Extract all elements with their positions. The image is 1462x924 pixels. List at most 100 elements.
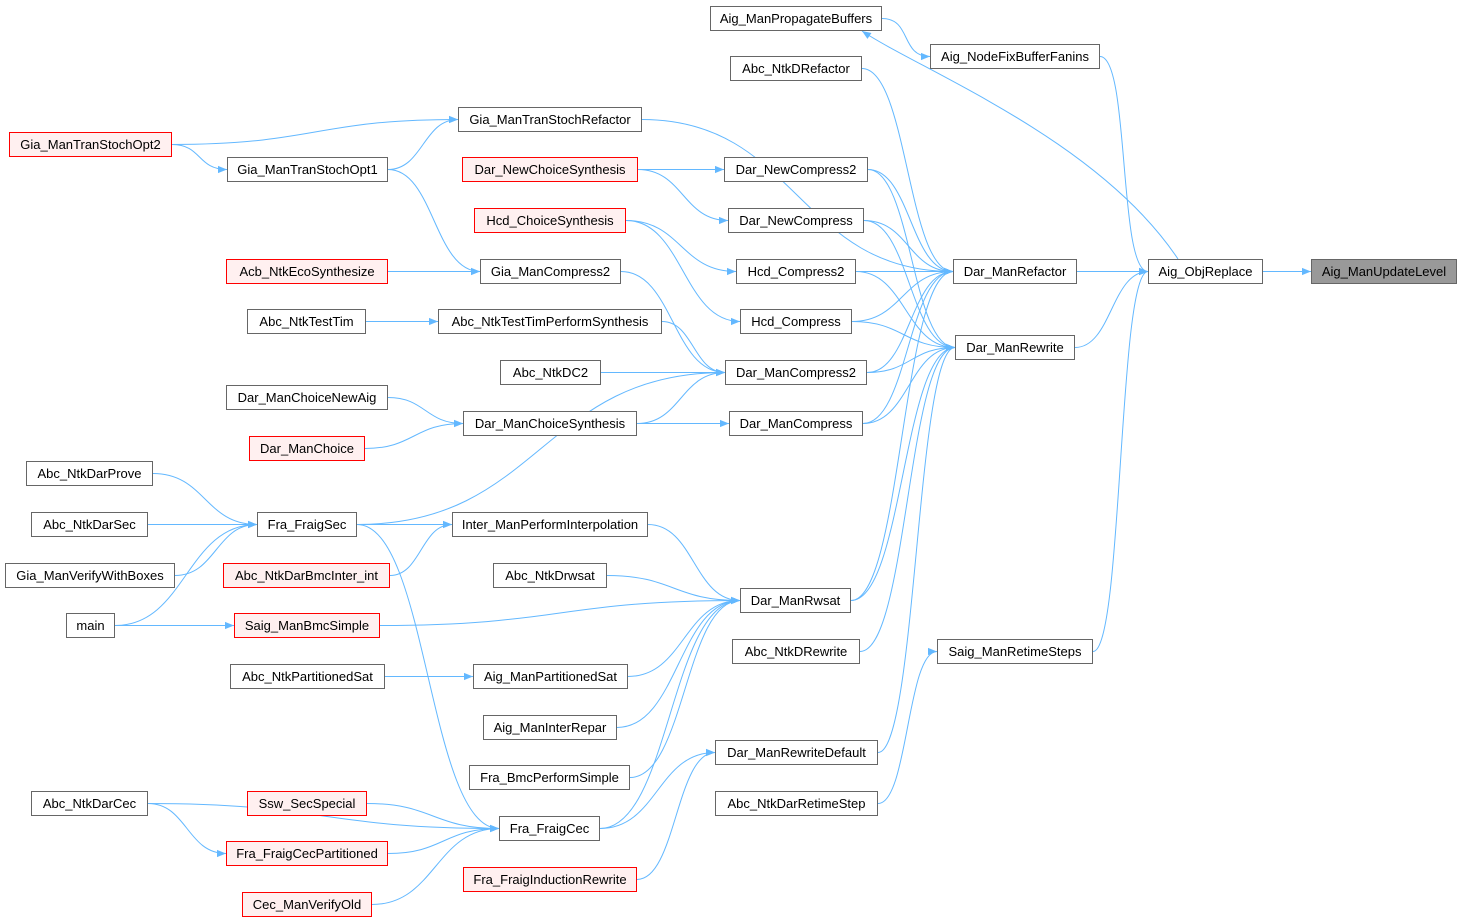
node-abc-ntkdrwsat[interactable]: Abc_NtkDrwsat: [493, 563, 607, 588]
edge-hcd-compress-to-dar-manrefactor: [851, 267, 954, 322]
node-abc-ntkdarsec[interactable]: Abc_NtkDarSec: [31, 512, 148, 537]
edge-gia-mantranstochopt2-to-gia-mantranstochopt1: [171, 144, 228, 174]
node-ssw-secspecial[interactable]: Ssw_SecSpecial: [247, 791, 367, 816]
node-main[interactable]: main: [66, 613, 115, 638]
edge-abc-ntkdrewrite-to-dar-manrewrite: [859, 343, 956, 652]
edge-abc-ntkdrefactor-to-dar-manrefactor: [861, 68, 954, 276]
node-gia-mantranstochopt1[interactable]: Gia_ManTranStochOpt1: [227, 157, 388, 182]
node-dar-manrewrite[interactable]: Dar_ManRewrite: [955, 335, 1075, 360]
edge-aig-manpartitionedsat-to-dar-manrwsat: [627, 596, 741, 677]
edge-cec-manverifyold-to-fra-fraigcec: [371, 824, 500, 905]
node-hcd-compress[interactable]: Hcd_Compress: [740, 309, 852, 334]
node-abc-ntkdrewrite[interactable]: Abc_NtkDRewrite: [732, 639, 860, 664]
node-aig-maninterrepar[interactable]: Aig_ManInterRepar: [483, 715, 617, 740]
edge-fra-fraigcecpartitioned-to-fra-fraigcec: [387, 824, 500, 854]
node-fra-fraiginductionrewrite[interactable]: Fra_FraigInductionRewrite: [463, 867, 637, 892]
edge-abc-ntkdarretimestep-to-saig-manretimesteps: [877, 647, 938, 804]
node-dar-manrewritedefault[interactable]: Dar_ManRewriteDefault: [715, 740, 878, 765]
node-dar-manchoicenewaig[interactable]: Dar_ManChoiceNewAig: [226, 385, 388, 410]
edge-dar-manrewritedefault-to-dar-manrewrite: [877, 343, 956, 753]
node-abc-ntkdrefactor[interactable]: Abc_NtkDRefactor: [730, 56, 862, 81]
edge-dar-mancompress-to-dar-manrewrite: [862, 343, 956, 424]
edge-abc-ntkdrwsat-to-dar-manrwsat: [606, 575, 741, 605]
edge-hcd-choicesynthesis-to-hcd-compress: [625, 220, 741, 326]
node-abc-ntktesttim[interactable]: Abc_NtkTestTim: [247, 309, 366, 334]
edge-hcd-compress2-to-dar-manrewrite: [855, 271, 956, 352]
edge-dar-manrwsat-to-dar-manrefactor: [850, 267, 954, 601]
node-aig-manupdatelevel[interactable]: Aig_ManUpdateLevel: [1311, 259, 1457, 284]
edge-saig-manbmcsimple-to-dar-manrwsat: [379, 596, 741, 626]
edge-dar-manchoice-to-dar-manchoicesynthesis: [364, 419, 464, 449]
node-abc-ntkdarprove[interactable]: Abc_NtkDarProve: [26, 461, 153, 486]
edge-aig-manpropagatebuffers-to-aig-nodefixbufferfanins: [881, 18, 931, 61]
edge-dar-newcompress-to-dar-manrefactor: [863, 220, 954, 276]
edge-dar-mancompress2-to-dar-manrewrite: [866, 343, 956, 373]
node-hcd-compress2[interactable]: Hcd_Compress2: [736, 259, 856, 284]
edge-abc-ntkdarbmcinter-int-to-inter-manperforminterpolation: [389, 520, 453, 576]
node-dar-manrefactor[interactable]: Dar_ManRefactor: [953, 259, 1077, 284]
node-abc-ntktesttimperformsynthesis[interactable]: Abc_NtkTestTimPerformSynthesis: [438, 309, 662, 334]
edge-dar-mancompress-to-dar-manrefactor: [862, 267, 954, 424]
edge-dar-manchoicenewaig-to-dar-manchoicesynthesis: [387, 397, 464, 428]
node-abc-ntkdarretimestep[interactable]: Abc_NtkDarRetimeStep: [715, 791, 878, 816]
edge-inter-manperforminterpolation-to-dar-manrwsat: [647, 524, 741, 605]
node-dar-newchoicesynthesis[interactable]: Dar_NewChoiceSynthesis: [462, 157, 638, 182]
edge-aig-maninterrepar-to-dar-manrwsat: [616, 596, 741, 728]
edge-ssw-secspecial-to-fra-fraigcec: [366, 803, 500, 833]
node-aig-objreplace[interactable]: Aig_ObjReplace: [1148, 259, 1263, 284]
edge-gia-mantranstochopt1-to-gia-mancompress2: [387, 169, 481, 276]
edge-dar-newcompress-to-dar-manrewrite: [863, 220, 956, 352]
edge-hcd-choicesynthesis-to-hcd-compress2: [625, 220, 737, 276]
edge-hcd-compress-to-dar-manrewrite: [851, 321, 956, 352]
edge-abc-ntkdarprove-to-fra-fraigsec: [152, 473, 258, 529]
node-dar-manchoice[interactable]: Dar_ManChoice: [249, 436, 365, 461]
node-aig-manpartitionedsat[interactable]: Aig_ManPartitionedSat: [473, 664, 628, 689]
node-dar-manrwsat[interactable]: Dar_ManRwsat: [740, 588, 851, 613]
edge-abc-ntkdarcec-to-fra-fraigcecpartitioned: [147, 803, 227, 858]
node-gia-mantranstochopt2[interactable]: Gia_ManTranStochOpt2: [9, 132, 172, 157]
node-abc-ntkdarcec[interactable]: Abc_NtkDarCec: [31, 791, 148, 816]
node-gia-manverifywithboxes[interactable]: Gia_ManVerifyWithBoxes: [5, 563, 175, 588]
node-gia-mancompress2[interactable]: Gia_ManCompress2: [480, 259, 621, 284]
node-hcd-choicesynthesis[interactable]: Hcd_ChoiceSynthesis: [474, 208, 626, 233]
edge-aig-objreplace-to-aig-manpropagatebuffers: [861, 30, 1179, 260]
edge-dar-mancompress2-to-dar-manrefactor: [866, 267, 954, 373]
edge-dar-manrewrite-to-aig-objreplace: [1074, 267, 1149, 348]
edge-aig-nodefixbufferfanins-to-aig-objreplace: [1099, 56, 1149, 276]
node-abc-ntkdc2[interactable]: Abc_NtkDC2: [500, 360, 601, 385]
node-fra-fraigsec[interactable]: Fra_FraigSec: [257, 512, 357, 537]
edge-dar-newchoicesynthesis-to-dar-newcompress: [637, 169, 729, 225]
node-gia-mantranstochrefactor[interactable]: Gia_ManTranStochRefactor: [458, 107, 642, 132]
node-acb-ntkecosynthesize[interactable]: Acb_NtkEcoSynthesize: [226, 259, 388, 284]
edge-fra-fraiginductionrewrite-to-dar-manrewritedefault: [636, 748, 716, 880]
edge-dar-manrwsat-to-dar-manrewrite: [850, 343, 956, 601]
edge-fra-fraigcec-to-dar-manrewritedefault: [599, 748, 716, 829]
node-aig-nodefixbufferfanins[interactable]: Aig_NodeFixBufferFanins: [930, 44, 1100, 69]
node-dar-mancompress[interactable]: Dar_ManCompress: [729, 411, 863, 436]
node-fra-fraigcec[interactable]: Fra_FraigCec: [499, 816, 600, 841]
node-saig-manretimesteps[interactable]: Saig_ManRetimeSteps: [937, 639, 1093, 664]
edge-gia-mantranstochrefactor-to-dar-manrefactor: [641, 119, 954, 276]
node-dar-mancompress2[interactable]: Dar_ManCompress2: [725, 360, 867, 385]
node-dar-manchoicesynthesis[interactable]: Dar_ManChoiceSynthesis: [463, 411, 637, 436]
edge-abc-ntkdarcec-to-fra-fraigcec: [147, 803, 500, 833]
node-dar-newcompress[interactable]: Dar_NewCompress: [728, 208, 864, 233]
edge-dar-newcompress2-to-dar-manrewrite: [867, 169, 956, 352]
node-abc-ntkpartitionedsat[interactable]: Abc_NtkPartitionedSat: [230, 664, 385, 689]
edge-abc-ntktesttimperformsynthesis-to-dar-mancompress2: [661, 321, 726, 377]
node-saig-manbmcsimple[interactable]: Saig_ManBmcSimple: [234, 613, 380, 638]
node-inter-manperforminterpolation[interactable]: Inter_ManPerformInterpolation: [452, 512, 648, 537]
edge-dar-newcompress2-to-dar-manrefactor: [867, 169, 954, 276]
node-cec-manverifyold[interactable]: Cec_ManVerifyOld: [242, 892, 372, 917]
node-aig-manpropagatebuffers[interactable]: Aig_ManPropagateBuffers: [710, 6, 882, 31]
edge-gia-mantranstochopt2-to-gia-mantranstochrefactor: [171, 115, 459, 145]
node-abc-ntkdarbmcinter-int[interactable]: Abc_NtkDarBmcInter_int: [223, 563, 390, 588]
node-fra-fraigcecpartitioned[interactable]: Fra_FraigCecPartitioned: [226, 841, 388, 866]
edge-fra-bmcperformsimple-to-dar-manrwsat: [629, 596, 741, 778]
edge-dar-manchoicesynthesis-to-dar-mancompress2: [636, 368, 726, 424]
node-dar-newcompress2[interactable]: Dar_NewCompress2: [724, 157, 868, 182]
edge-gia-mantranstochopt1-to-gia-mantranstochrefactor: [387, 115, 459, 170]
node-fra-bmcperformsimple[interactable]: Fra_BmcPerformSimple: [469, 765, 630, 790]
